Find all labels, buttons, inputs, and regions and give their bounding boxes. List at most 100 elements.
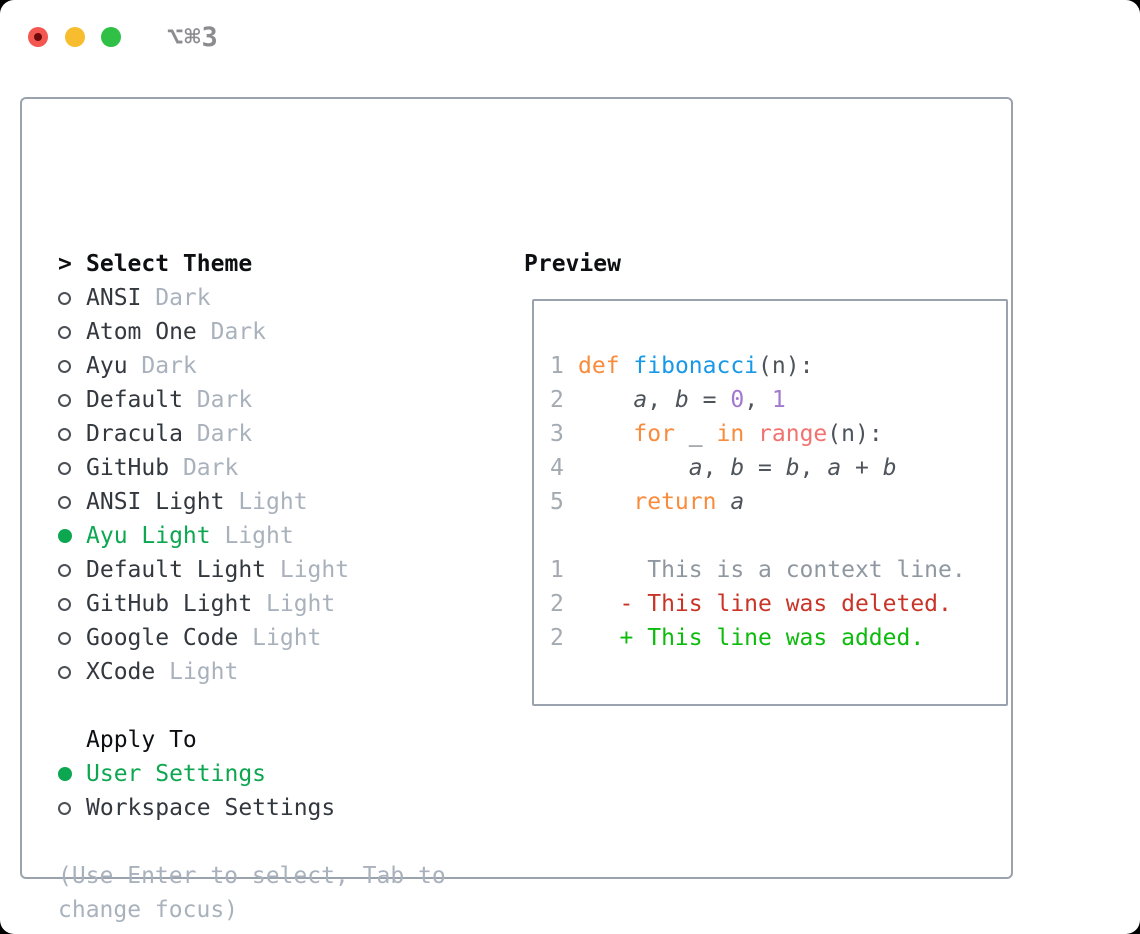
preview-code-line: 4 a, b = b, a + b xyxy=(550,451,1006,485)
code-token: , xyxy=(744,387,772,413)
theme-option-google-code[interactable]: Google Code Light xyxy=(58,621,446,655)
theme-name: Dracula xyxy=(86,421,183,447)
theme-option-github-light[interactable]: GitHub Light Light xyxy=(58,587,446,621)
preview-diff-line-deleted: 2 - This line was deleted. xyxy=(550,587,1006,621)
minimize-button[interactable] xyxy=(65,27,85,47)
radio-marker xyxy=(58,325,86,339)
code-token: + xyxy=(841,455,883,481)
radio-marker xyxy=(58,767,86,781)
code-token: a xyxy=(730,489,745,515)
theme-option-dracula[interactable]: Dracula Dark xyxy=(58,417,446,451)
theme-variant: Dark xyxy=(141,353,197,379)
radio-unselected-icon xyxy=(58,495,71,509)
select-theme-header: > Select Theme xyxy=(58,247,446,281)
theme-name: Atom One xyxy=(86,319,197,345)
radio-unselected-icon xyxy=(58,631,71,645)
code-token: a xyxy=(633,387,648,413)
radio-marker xyxy=(58,563,86,577)
radio-marker xyxy=(58,529,86,543)
spacer xyxy=(550,519,1006,553)
theme-name: Ayu Light xyxy=(86,523,211,549)
close-button[interactable] xyxy=(28,27,48,47)
theme-name: GitHub Light xyxy=(86,591,253,617)
diff-text: + This line was added. xyxy=(578,625,925,651)
zoom-button[interactable] xyxy=(101,27,121,47)
code-content: return a xyxy=(578,489,744,515)
theme-name: Ayu xyxy=(86,353,128,379)
code-token: (n): xyxy=(827,421,883,447)
theme-name: Google Code xyxy=(86,625,239,651)
theme-variant: Light xyxy=(279,557,350,583)
code-token xyxy=(620,353,634,379)
radio-marker xyxy=(58,801,86,815)
code-token: (n): xyxy=(758,353,814,379)
radio-marker xyxy=(58,597,86,611)
close-dot-icon xyxy=(34,33,42,41)
theme-option-ansi-light[interactable]: ANSI Light Light xyxy=(58,485,446,519)
apply-option-workspace-settings[interactable]: Workspace Settings xyxy=(58,791,446,825)
radio-unselected-icon xyxy=(58,563,71,577)
preview-code-line: 5 return a xyxy=(550,485,1006,519)
code-token: = xyxy=(744,455,786,481)
radio-marker xyxy=(58,631,86,645)
theme-name: Default xyxy=(86,387,183,413)
theme-variant: Light xyxy=(266,591,336,617)
code-token: b xyxy=(882,455,897,481)
line-number: 1 xyxy=(550,353,564,379)
radio-marker xyxy=(58,665,86,679)
code-token: , xyxy=(647,387,675,413)
code-token xyxy=(578,387,633,413)
code-token: def xyxy=(578,353,620,379)
preview-code-line: 1 def fibonacci(n): xyxy=(550,349,1006,383)
theme-name: ANSI Light xyxy=(86,489,225,515)
radio-unselected-icon xyxy=(58,461,71,475)
theme-variant: Light xyxy=(252,625,322,651)
radio-unselected-icon xyxy=(58,325,71,339)
code-token: 1 xyxy=(771,387,786,413)
code-token: b xyxy=(785,455,800,481)
code-token: fibonacci xyxy=(633,353,759,379)
line-number: 2 xyxy=(550,591,564,617)
theme-option-ayu[interactable]: Ayu Dark xyxy=(58,349,446,383)
line-number: 2 xyxy=(550,387,564,413)
radio-selected-icon xyxy=(58,529,72,543)
code-token: a xyxy=(688,455,703,481)
apply-to-header: Apply To xyxy=(58,723,446,757)
apply-option-user-settings[interactable]: User Settings xyxy=(58,757,446,791)
code-token xyxy=(744,421,758,447)
code-content: a, b = 0, 1 xyxy=(578,387,786,413)
code-token: , xyxy=(799,455,828,481)
code-token: return xyxy=(633,489,717,515)
theme-name: XCode xyxy=(86,659,156,685)
apply-to-title: Apply To xyxy=(86,727,197,753)
code-token: b xyxy=(674,387,689,413)
code-content: for _ in range(n): xyxy=(578,421,883,447)
code-token: range xyxy=(758,421,828,447)
theme-variant: Light xyxy=(238,489,308,515)
code-token xyxy=(578,489,633,515)
radio-unselected-icon xyxy=(58,393,71,407)
code-token xyxy=(578,455,689,481)
code-token: _ xyxy=(674,421,717,447)
code-token: in xyxy=(716,421,745,447)
line-number: 2 xyxy=(550,625,564,651)
theme-variant: Dark xyxy=(196,421,253,447)
radio-marker xyxy=(58,427,86,441)
code-token: , xyxy=(702,455,731,481)
code-token xyxy=(578,421,633,447)
radio-marker xyxy=(58,393,86,407)
radio-unselected-icon xyxy=(58,359,71,373)
